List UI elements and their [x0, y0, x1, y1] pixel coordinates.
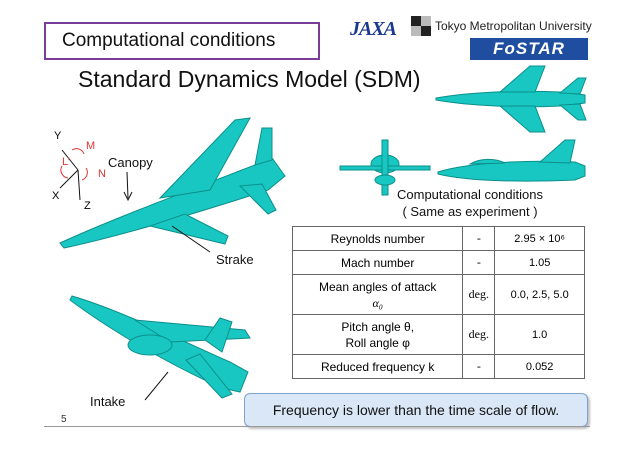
tmu-logo: Tokyo Metropolitan University: [411, 16, 592, 36]
strake-label: Strake: [216, 252, 254, 267]
table-row: Pitch angle θ, Roll angle φ deg. 1.0: [291, 314, 585, 355]
param-value: 2.95 × 10⁶: [494, 226, 585, 251]
table-row: Reynolds number - 2.95 × 10⁶: [291, 226, 585, 251]
jaxa-logo-text: JAXA: [350, 18, 397, 40]
param-name: Reynolds number: [291, 226, 464, 251]
param-value: 0.0, 2.5, 5.0: [494, 274, 585, 315]
param-name-cell: Mean angles of attack α₀: [291, 274, 464, 315]
page-number: 5: [61, 414, 67, 425]
intake-label: Intake: [90, 394, 126, 409]
fostar-logo: FoSTAR: [470, 38, 588, 60]
param-value: 1.0: [494, 314, 585, 355]
param-unit: deg.: [462, 314, 496, 355]
slide-title: Computational conditions: [62, 30, 276, 51]
param-symbol: α₀: [372, 295, 383, 310]
conditions-heading: Computational conditions ( Same as exper…: [360, 186, 580, 220]
moment-n-label: N: [98, 168, 106, 180]
table-row: Mach number - 1.05: [291, 250, 585, 275]
param-unit: -: [462, 250, 496, 275]
param-unit: -: [462, 354, 496, 379]
aircraft-front-view: [339, 139, 431, 196]
aircraft-side-view: [437, 139, 586, 182]
tmu-logo-text: Tokyo Metropolitan University: [435, 19, 592, 33]
param-name: Mach number: [291, 250, 464, 275]
param-unit: deg.: [462, 274, 496, 315]
param-unit: -: [462, 226, 496, 251]
param-name: Pitch angle θ,: [341, 319, 415, 334]
param-value: 0.052: [494, 354, 585, 379]
param-name: Reduced frequency k: [291, 354, 464, 379]
moment-m-label: M: [86, 140, 96, 152]
jaxa-logo: JAXA: [350, 18, 397, 41]
param-name-secondary: Roll angle φ: [345, 335, 410, 350]
aircraft-iso-view-bottom: [69, 295, 251, 399]
param-value: 1.05: [494, 250, 585, 275]
table-row: Reduced frequency k - 0.052: [291, 354, 585, 379]
slide-subtitle: Standard Dynamics Model (SDM): [78, 66, 421, 92]
axis-x-label: X: [52, 190, 60, 202]
canopy-label: Canopy: [108, 155, 153, 170]
axis-system-icon: [59, 148, 88, 201]
conditions-note: ( Same as experiment ): [402, 204, 538, 219]
aircraft-iso-view-top: [59, 117, 286, 249]
conditions-title: Computational conditions: [397, 187, 543, 202]
param-name-cell: Pitch angle θ, Roll angle φ: [291, 314, 464, 355]
param-name: Mean angles of attack: [318, 279, 437, 294]
axis-z-label: Z: [84, 200, 91, 212]
frequency-callout: Frequency is lower than the time scale o…: [244, 393, 588, 427]
aircraft-top-view: [435, 65, 587, 133]
axis-y-label: Y: [54, 130, 62, 142]
tmu-mark-icon: [411, 16, 431, 36]
slide-title-box: Computational conditions: [44, 22, 320, 60]
moment-l-label: L’: [62, 156, 70, 168]
table-row: Mean angles of attack α₀ deg. 0.0, 2.5, …: [291, 274, 585, 315]
conditions-table: Reynolds number - 2.95 × 10⁶ Mach number…: [291, 226, 585, 379]
footer-divider: [44, 426, 590, 427]
